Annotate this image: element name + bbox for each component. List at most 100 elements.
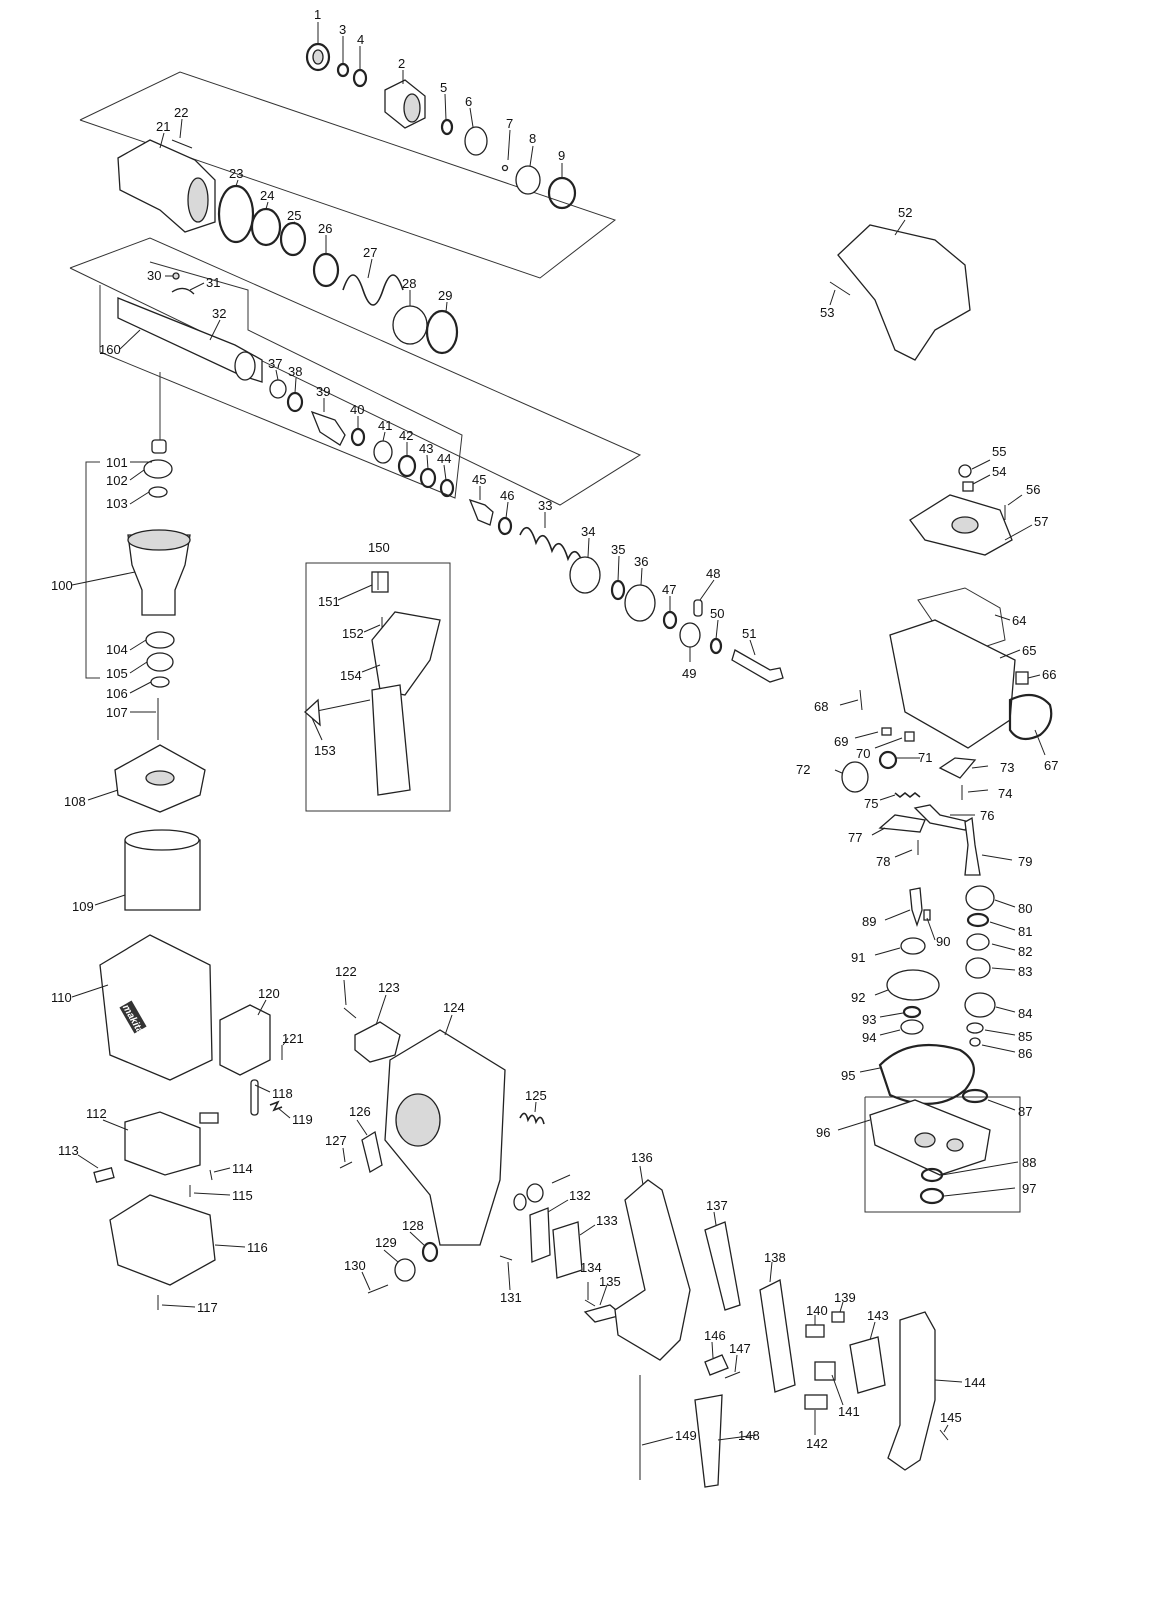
label-76: 76 — [980, 808, 994, 823]
part-9 — [547, 176, 577, 210]
part-128 — [421, 1241, 439, 1263]
label-117: 117 — [197, 1300, 218, 1315]
part-29 — [425, 309, 459, 355]
frame-spindle-assembly — [69, 237, 642, 506]
label-37: 37 — [268, 356, 282, 371]
label-152: 152 — [342, 626, 364, 641]
part-44 — [439, 478, 455, 498]
label-139: 139 — [834, 1290, 856, 1305]
label-104: 104 — [106, 642, 128, 657]
label-71: 71 — [918, 750, 932, 765]
label-36: 36 — [634, 554, 648, 569]
label-79: 79 — [1018, 854, 1032, 869]
label-67: 67 — [1044, 758, 1058, 773]
label-94: 94 — [862, 1030, 876, 1045]
label-31: 31 — [206, 275, 220, 290]
label-45: 45 — [472, 472, 486, 487]
label-154: 154 — [340, 668, 362, 683]
label-1: 1 — [314, 7, 321, 22]
frame-gear-cover — [864, 1096, 1021, 1213]
label-73: 73 — [1000, 760, 1014, 775]
label-28: 28 — [402, 276, 416, 291]
part-55 — [958, 464, 972, 478]
label-3: 3 — [339, 22, 346, 37]
part-86 — [969, 1037, 981, 1047]
label-51: 51 — [742, 626, 756, 641]
label-42: 42 — [399, 428, 413, 443]
label-113: 113 — [58, 1143, 79, 1158]
part-48 — [693, 599, 703, 617]
part-93 — [902, 1005, 922, 1019]
label-6: 6 — [465, 94, 472, 109]
motor-assembly: makita — [93, 439, 283, 1310]
part-54 — [962, 481, 974, 492]
label-100: 100 — [51, 578, 73, 593]
leader-lines — [71, 22, 1046, 1446]
part-32 — [117, 297, 263, 383]
label-129: 129 — [375, 1235, 397, 1250]
label-64: 64 — [1012, 613, 1026, 628]
part-41 — [373, 440, 393, 464]
part-69 — [881, 727, 892, 736]
label-112: 112 — [86, 1106, 107, 1121]
part-53 — [829, 281, 851, 296]
label-55: 55 — [992, 444, 1006, 459]
label-77: 77 — [848, 830, 862, 845]
label-82: 82 — [1018, 944, 1032, 959]
part-65 — [889, 619, 1016, 749]
part-144 — [887, 1311, 936, 1471]
part-84 — [964, 992, 996, 1018]
part-22 — [171, 139, 193, 149]
part-126 — [361, 1130, 383, 1173]
part-94 — [900, 1019, 924, 1035]
part-119 — [269, 1100, 283, 1112]
frame-armature-bracket — [85, 461, 100, 679]
label-142: 142 — [806, 1436, 828, 1451]
part-8 — [515, 165, 541, 195]
part-130 — [367, 1284, 389, 1294]
part-79 — [964, 816, 981, 876]
label-30: 30 — [147, 268, 161, 283]
label-87: 87 — [1018, 1104, 1032, 1119]
part-134 — [584, 1299, 596, 1307]
part-51 — [731, 649, 784, 683]
frame-side-handle-kit — [305, 562, 451, 812]
part-131 — [499, 1255, 513, 1261]
label-97: 97 — [1022, 1181, 1036, 1196]
label-148: 148 — [738, 1428, 760, 1443]
part-97 — [919, 1187, 945, 1205]
part-71 — [878, 750, 898, 770]
part-132-bearing — [513, 1193, 527, 1211]
label-95: 95 — [841, 1068, 855, 1083]
label-92: 92 — [851, 990, 865, 1005]
part-113 — [93, 1167, 115, 1183]
label-119: 119 — [292, 1112, 313, 1127]
label-153: 153 — [314, 743, 336, 758]
part-67 — [1008, 693, 1053, 741]
label-136: 136 — [631, 1150, 653, 1165]
part-133 — [552, 1221, 583, 1279]
label-108: 108 — [64, 794, 86, 809]
label-81: 81 — [1018, 924, 1032, 939]
label-151: 151 — [318, 594, 340, 609]
part-129 — [394, 1258, 416, 1282]
label-43: 43 — [419, 441, 433, 456]
label-135: 135 — [599, 1274, 621, 1289]
label-35: 35 — [611, 542, 625, 557]
part-5 — [440, 118, 454, 136]
label-49: 49 — [682, 666, 696, 681]
label-118: 118 — [272, 1086, 293, 1101]
part-120 — [219, 1004, 271, 1076]
part-72 — [841, 761, 869, 793]
label-29: 29 — [438, 288, 452, 303]
label-131: 131 — [500, 1290, 522, 1305]
label-38: 38 — [288, 364, 302, 379]
part-28 — [392, 305, 428, 345]
label-90: 90 — [936, 934, 950, 949]
label-7: 7 — [506, 116, 513, 131]
front-assembly — [117, 42, 577, 355]
label-40: 40 — [350, 402, 364, 417]
part-73 — [938, 757, 977, 779]
part-142 — [804, 1394, 828, 1410]
